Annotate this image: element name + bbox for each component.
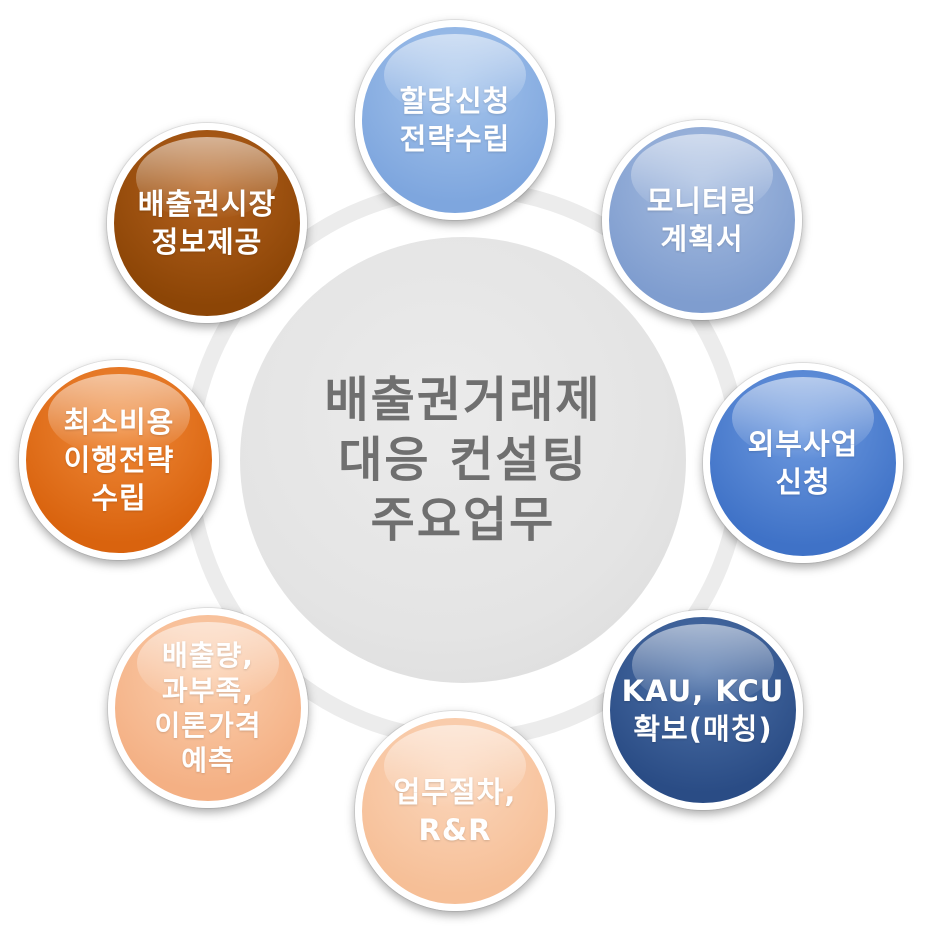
node-label-line: 계획서 bbox=[660, 222, 744, 256]
node-label-line: R&R bbox=[418, 813, 492, 847]
node-label-line: 배출권시장 bbox=[137, 187, 277, 221]
node-monitoring-plan: 모니터링 계획서 bbox=[602, 120, 802, 320]
node-min-cost-strategy: 최소비용 이행전략 수립 bbox=[19, 360, 219, 560]
node-work-procedure: 업무절차, R&R bbox=[355, 711, 555, 911]
node-label-line: 할당신청 bbox=[399, 84, 511, 118]
node-emission-forecast: 배출량, 과부족, 이론가격 예측 bbox=[108, 608, 308, 808]
node-label-line: 확보(매칭) bbox=[633, 712, 773, 746]
node-label-line: 이행전략 bbox=[63, 443, 175, 477]
node-label-line: 전략수립 bbox=[399, 122, 511, 156]
node-market-info: 배출권시장 정보제공 bbox=[107, 123, 307, 323]
node-label-line: 업무절차, bbox=[393, 775, 517, 809]
center-title-line-2: 대응 컨설팅 bbox=[338, 432, 588, 488]
node-label-line: 정보제공 bbox=[151, 225, 263, 259]
node-label-line: 최소비용 bbox=[63, 405, 175, 439]
node-label-line: 과부족, bbox=[162, 674, 254, 707]
node-label-line: KAU, KCU bbox=[621, 674, 785, 708]
node-label-line: 수립 bbox=[91, 481, 147, 515]
node-label-line: 이론가격 bbox=[154, 709, 262, 742]
node-label-line: 신청 bbox=[775, 465, 831, 499]
center-title-line-1: 배출권거래제 bbox=[324, 372, 602, 428]
node-label-line: 모니터링 bbox=[646, 184, 758, 218]
node-label-line: 외부사업 bbox=[747, 427, 859, 461]
node-kau-kcu: KAU, KCU 확보(매칭) bbox=[603, 610, 803, 810]
node-external-project: 외부사업 신청 bbox=[703, 363, 903, 563]
center-title-line-3: 주요업무 bbox=[370, 492, 556, 548]
node-label-line: 예측 bbox=[181, 744, 235, 777]
node-allocation-strategy: 할당신청 전략수립 bbox=[355, 20, 555, 220]
node-label-line: 배출량, bbox=[162, 639, 254, 672]
center-circle: 배출권거래제 대응 컨설팅 주요업무 bbox=[240, 237, 686, 683]
